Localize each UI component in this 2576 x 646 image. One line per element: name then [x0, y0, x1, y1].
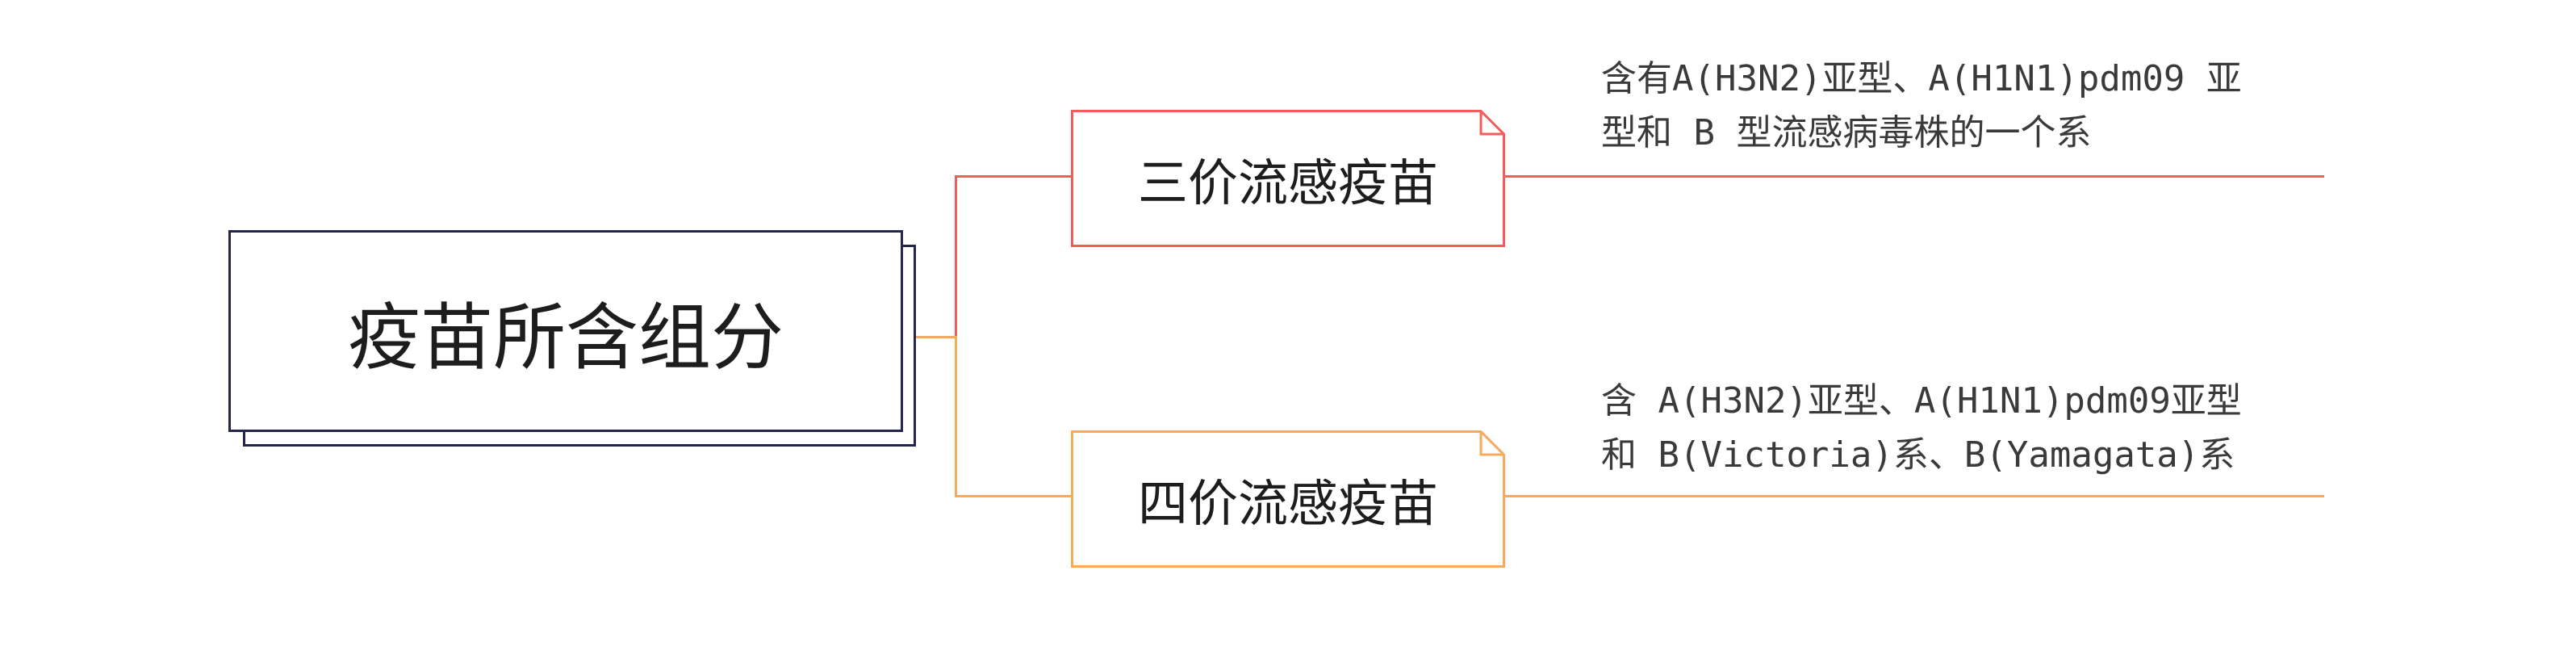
trivalent-note-underline — [1505, 175, 2324, 178]
quadrivalent-label: 四价流感疫苗 — [1137, 474, 1438, 533]
connector-vertical-orange — [955, 336, 957, 497]
root-label: 疫苗所含组分 — [348, 296, 784, 380]
trivalent-node[interactable]: 三价流感疫苗 — [1071, 110, 1505, 247]
note-line: 含有A(H3N2)亚型、A(H1N1)pdm09 亚 — [1601, 58, 2242, 99]
trivalent-note: 含有A(H3N2)亚型、A(H1N1)pdm09 亚 型和 B 型流感病毒株的一… — [1601, 52, 2242, 160]
note-line: 和 B(Victoria)系、B(Yamagata)系 — [1601, 434, 2235, 476]
quadrivalent-node[interactable]: 四价流感疫苗 — [1071, 430, 1505, 568]
root-node[interactable]: 疫苗所含组分 — [228, 230, 903, 432]
root-connector — [916, 336, 956, 338]
connector-to-trivalent — [955, 175, 1071, 178]
connector-to-quadrivalent — [955, 495, 1071, 497]
note-line: 含 A(H3N2)亚型、A(H1N1)pdm09亚型 — [1601, 380, 2242, 422]
connector-vertical-red — [955, 175, 957, 337]
note-shape-icon — [1071, 110, 1505, 247]
trivalent-label: 三价流感疫苗 — [1137, 153, 1438, 212]
note-line: 型和 B 型流感病毒株的一个系 — [1601, 112, 2092, 153]
quadrivalent-note: 含 A(H3N2)亚型、A(H1N1)pdm09亚型 和 B(Victoria)… — [1601, 374, 2242, 482]
note-shape-icon — [1071, 430, 1505, 568]
quadrivalent-note-underline — [1505, 495, 2324, 497]
